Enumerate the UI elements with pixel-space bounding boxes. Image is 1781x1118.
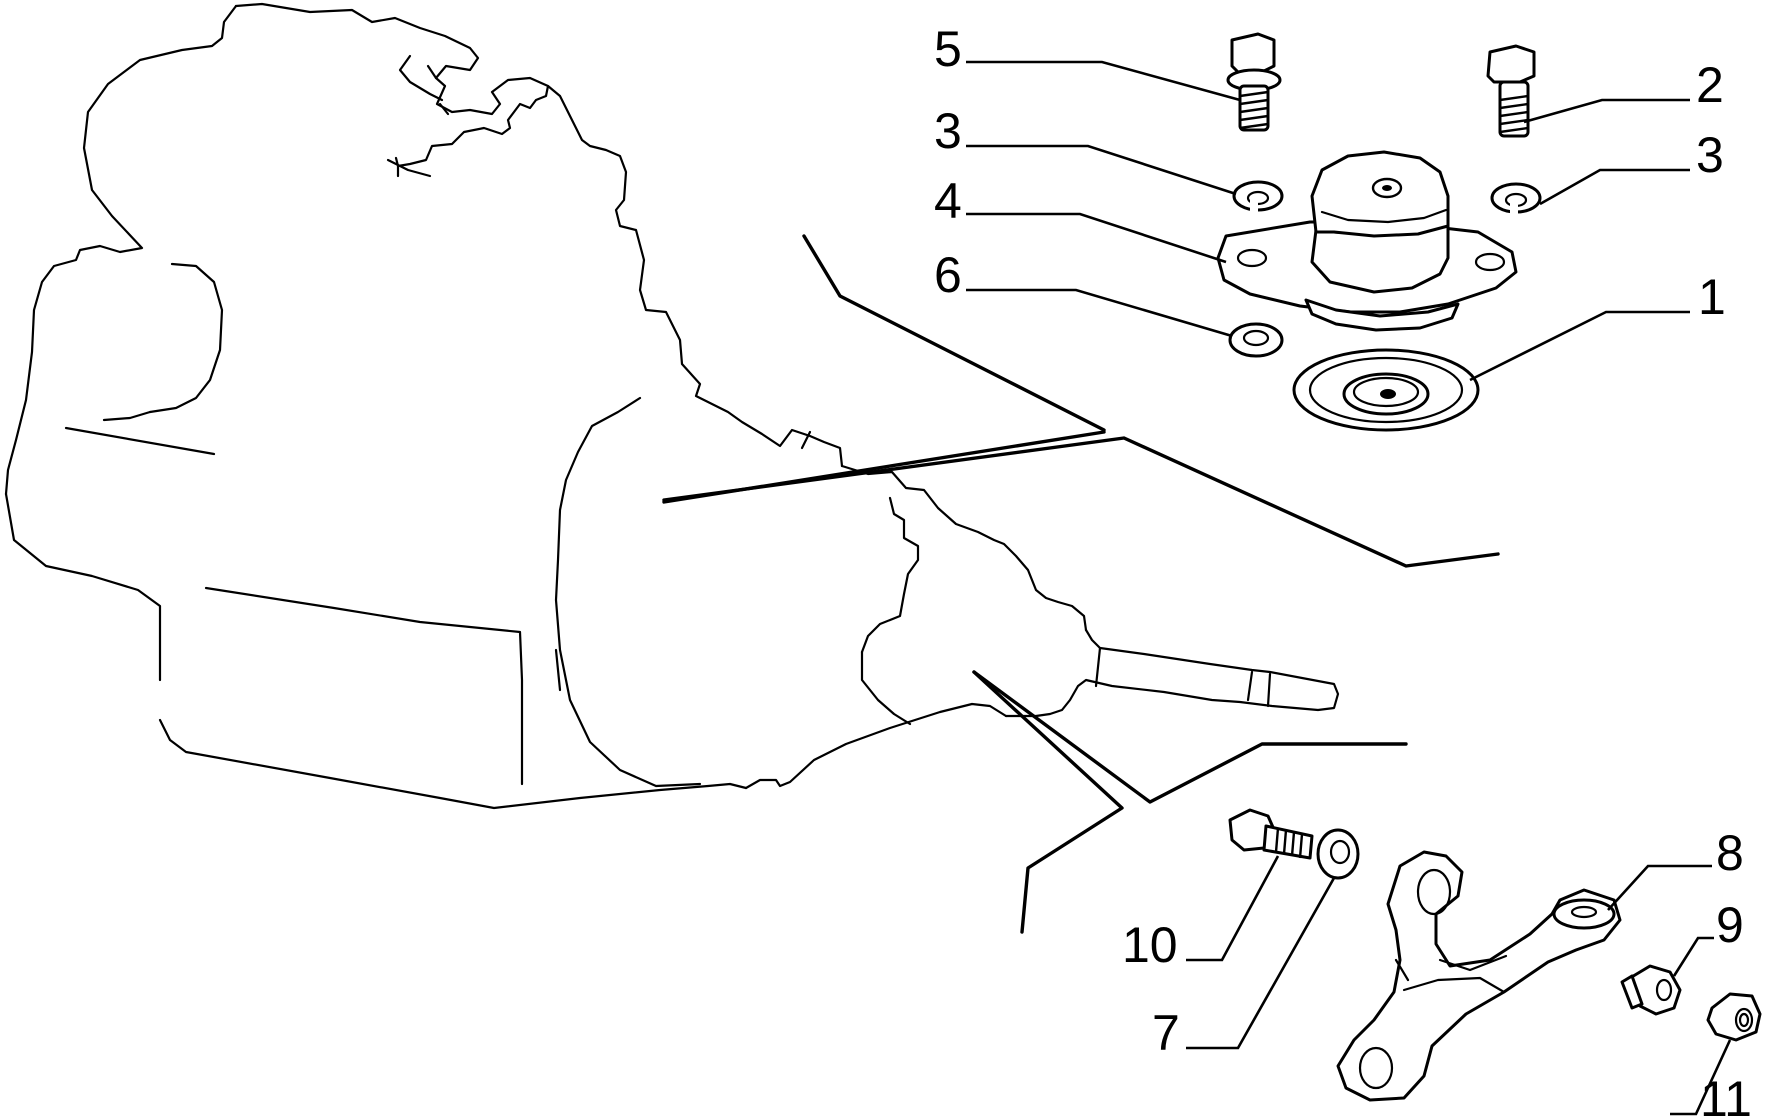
leader-1 — [1469, 310, 1690, 382]
leader-6 — [966, 288, 1233, 338]
callout-8: 8 — [1716, 825, 1744, 881]
leader-7 — [1186, 877, 1336, 1050]
callout-2: 2 — [1696, 57, 1724, 113]
part-1-washer-plate — [1292, 348, 1480, 432]
leader-2 — [1523, 98, 1690, 124]
part-10-bolt — [1228, 808, 1314, 860]
part-7-washer — [1316, 828, 1360, 880]
part-3-split-washer-right — [1490, 182, 1542, 214]
callout-6: 6 — [934, 247, 962, 303]
callout-9: 9 — [1716, 897, 1744, 953]
leader-10 — [1186, 855, 1280, 962]
callout-3-left: 3 — [934, 103, 962, 159]
leader-3b — [1539, 168, 1690, 206]
callout-leaders — [966, 60, 1732, 1116]
part-5-bolt-with-washer — [1226, 32, 1282, 132]
leader-3a — [966, 144, 1237, 196]
part-6-washer — [1228, 322, 1284, 358]
callout-5: 5 — [934, 21, 962, 77]
callout-11: 11 — [1700, 1071, 1752, 1118]
part-3-split-washer-left — [1232, 180, 1284, 212]
callout-1: 1 — [1698, 269, 1726, 325]
callout-10: 10 — [1122, 917, 1178, 973]
part-8-support-bracket — [1336, 850, 1622, 1102]
callout-labels: 5 3 4 6 2 3 1 8 9 10 7 11 — [934, 21, 1752, 1118]
part-4-rubber-engine-mount — [1216, 150, 1518, 332]
part-2-bolt — [1486, 44, 1536, 138]
callout-3-right: 3 — [1696, 127, 1724, 183]
assembly-leader-lines — [662, 234, 1500, 934]
callout-4: 4 — [934, 173, 962, 229]
leader-8 — [1607, 864, 1712, 911]
leader-11 — [1670, 1039, 1732, 1116]
part-9-bushing — [1620, 964, 1682, 1016]
callout-7: 7 — [1152, 1005, 1180, 1061]
part-11-nut — [1706, 992, 1762, 1042]
leader-5 — [966, 60, 1241, 102]
engine-gearbox-outline — [4, 2, 1340, 810]
leader-9 — [1672, 936, 1714, 977]
leader-4 — [966, 212, 1227, 264]
